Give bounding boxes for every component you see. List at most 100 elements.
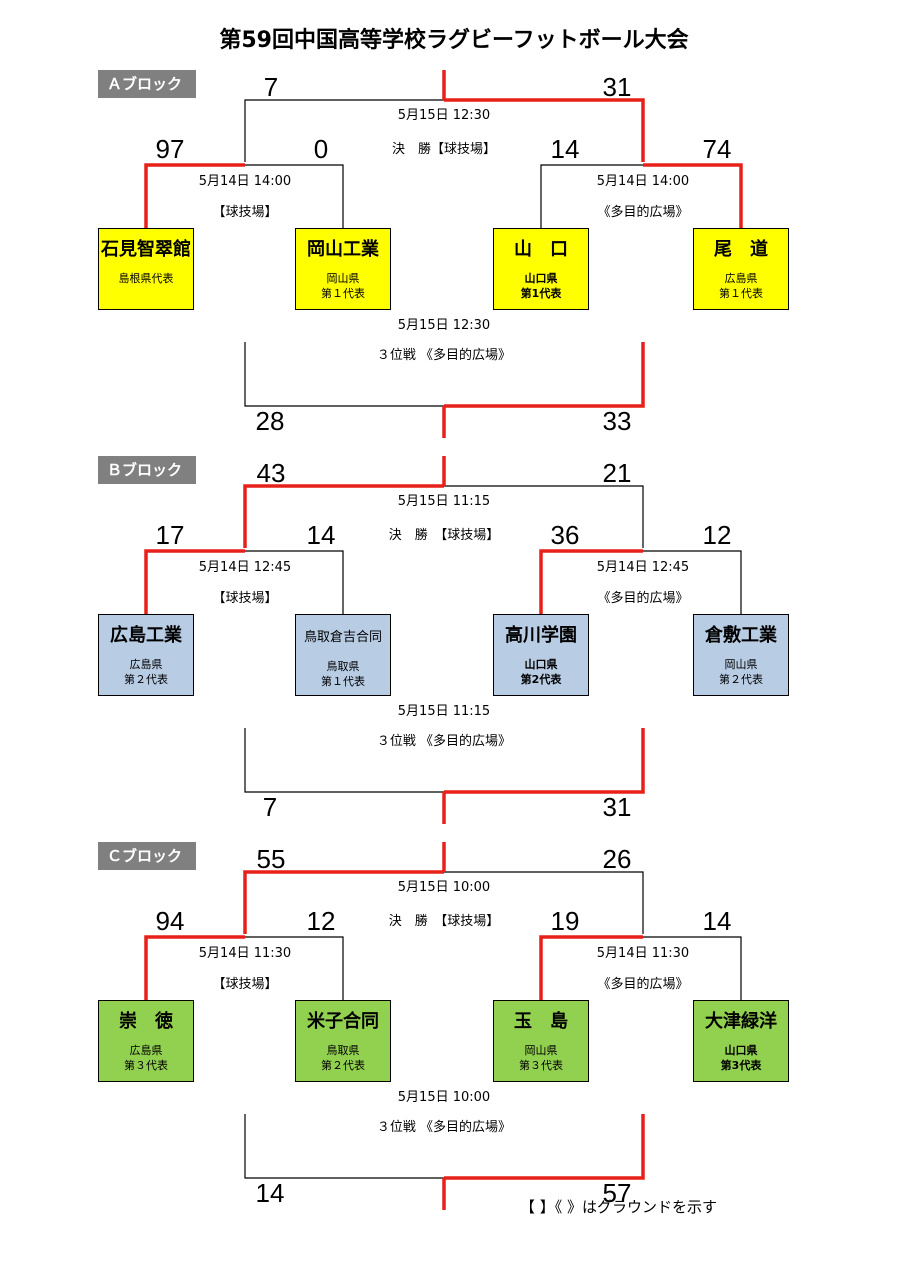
semi-right-score: 74 xyxy=(702,134,732,164)
semi-right-line xyxy=(643,936,742,1006)
final-title: 決 勝 【球技場】 xyxy=(388,528,500,543)
final-time: 5月15日 11:15 xyxy=(397,494,491,509)
third-right-score: 31 xyxy=(602,792,632,822)
team-name: 崇 徳 xyxy=(119,1011,173,1032)
third-left-score: 28 xyxy=(255,406,285,436)
semi-time: 5月14日 12:45 xyxy=(596,560,690,575)
third-left-score: 7 xyxy=(262,792,278,822)
team-desc: 山口県 第1代表 xyxy=(520,272,562,300)
final-right-score: 21 xyxy=(602,458,632,488)
semi-venue: 【球技場】 xyxy=(212,591,278,606)
semi-left-score: 97 xyxy=(155,134,185,164)
semi-left-score: 94 xyxy=(155,906,185,936)
team-name: 鳥取倉吉合同 xyxy=(303,630,382,645)
team-desc: 山口県 第2代表 xyxy=(520,658,562,686)
team-desc: 広島県 第３代表 xyxy=(124,1044,168,1072)
team-box: 米子合同鳥取県 第２代表 xyxy=(295,1000,391,1082)
team-name: 山 口 xyxy=(514,239,568,260)
final-title: 決 勝 【球技場】 xyxy=(388,914,500,929)
final-right-line xyxy=(444,871,644,934)
team-name: 倉敷工業 xyxy=(705,625,777,646)
team-box: 大津緑洋山口県 第3代表 xyxy=(693,1000,789,1082)
team-box: 倉敷工業岡山県 第２代表 xyxy=(693,614,789,696)
team-desc: 広島県 第１代表 xyxy=(719,272,763,300)
semi-left-score: 14 xyxy=(550,134,580,164)
team-desc: 山口県 第3代表 xyxy=(720,1044,762,1072)
team-box: 山 口山口県 第1代表 xyxy=(493,228,589,310)
ground-note: 【 】《 》はグラウンドを示す xyxy=(520,1198,718,1216)
semi-right-line xyxy=(643,163,743,234)
team-box: 玉 島岡山県 第３代表 xyxy=(493,1000,589,1082)
final-right-line xyxy=(444,485,644,548)
third-right-score: 57 xyxy=(602,1178,632,1208)
semi-venue: 【球技場】 xyxy=(212,977,278,992)
semi-left-line xyxy=(539,935,643,1006)
third-title: ３位戦 《多目的広場》 xyxy=(376,348,512,363)
team-name: 石見智翠館 xyxy=(101,239,191,260)
semi-time: 5月14日 11:30 xyxy=(596,946,690,961)
final-time: 5月15日 12:30 xyxy=(397,108,491,123)
team-box: 石見智翠館島根県代表 xyxy=(98,228,194,310)
team-desc: 鳥取県 第１代表 xyxy=(321,660,365,688)
third-right-line xyxy=(444,342,645,408)
page-title: 第59回中国高等学校ラグビーフットボール大会 xyxy=(219,28,689,53)
semi-right-score: 12 xyxy=(306,906,336,936)
bracket-lines xyxy=(144,70,743,438)
semi-left-line xyxy=(540,164,643,234)
team-name: 大津緑洋 xyxy=(705,1011,777,1032)
final-right-score: 31 xyxy=(602,72,632,102)
team-desc: 島根県代表 xyxy=(118,272,174,285)
semi-right-score: 14 xyxy=(306,520,336,550)
third-right-score: 33 xyxy=(602,406,632,436)
team-name: 米子合同 xyxy=(307,1011,379,1032)
semi-left-score: 36 xyxy=(550,520,580,550)
third-right-line xyxy=(444,1114,645,1180)
bracket-lines xyxy=(144,456,742,824)
third-right-line xyxy=(444,728,645,794)
team-name: 高川学園 xyxy=(505,625,577,646)
final-left-score: 55 xyxy=(256,844,286,874)
semi-time: 5月14日 14:00 xyxy=(198,174,292,189)
semi-left-line xyxy=(539,549,643,620)
team-box: 広島工業広島県 第２代表 xyxy=(98,614,194,696)
third-left-line xyxy=(244,342,444,407)
block-label: Ａブロック xyxy=(98,70,196,98)
semi-right-line xyxy=(643,550,742,620)
team-desc: 岡山県 第１代表 xyxy=(321,272,365,300)
team-name: 広島工業 xyxy=(110,625,182,646)
team-box: 高川学園山口県 第2代表 xyxy=(493,614,589,696)
semi-right-score: 14 xyxy=(702,906,732,936)
block-label: Ｂブロック xyxy=(98,456,196,484)
semi-right-score: 0 xyxy=(313,134,329,164)
final-left-score: 43 xyxy=(256,458,286,488)
semi-venue: 《多目的広場》 xyxy=(597,977,689,992)
final-title: 決 勝【球技場】 xyxy=(391,142,496,157)
team-name: 尾 道 xyxy=(714,239,768,260)
final-left-line xyxy=(243,870,444,934)
bracket-block: Ｂブロック 43 21 5月15日 11:15 決 勝 【球技場】 17 14 5月14日 1… xyxy=(0,456,908,836)
third-time: 5月15日 10:00 xyxy=(397,1090,491,1105)
semi-time: 5月14日 11:30 xyxy=(198,946,292,961)
final-left-line xyxy=(244,99,444,162)
semi-left-score: 19 xyxy=(550,906,580,936)
final-time: 5月15日 10:00 xyxy=(397,880,491,895)
third-title: ３位戦 《多目的広場》 xyxy=(376,1120,512,1135)
team-desc: 広島県 第２代表 xyxy=(124,658,168,686)
semi-left-line xyxy=(144,163,245,234)
semi-venue: 【球技場】 xyxy=(212,205,278,220)
team-desc: 鳥取県 第２代表 xyxy=(321,1044,365,1072)
team-box: 岡山工業岡山県 第１代表 xyxy=(295,228,391,310)
third-left-score: 14 xyxy=(255,1178,285,1208)
semi-time: 5月14日 14:00 xyxy=(596,174,690,189)
team-desc: 岡山県 第２代表 xyxy=(719,658,763,686)
semi-right-line xyxy=(245,936,344,1006)
semi-left-score: 17 xyxy=(155,520,185,550)
final-right-line xyxy=(444,98,645,162)
third-left-line xyxy=(244,728,444,793)
semi-right-line xyxy=(245,550,344,620)
final-left-line xyxy=(243,484,444,548)
semi-venue: 《多目的広場》 xyxy=(597,591,689,606)
third-time: 5月15日 12:30 xyxy=(397,318,491,333)
